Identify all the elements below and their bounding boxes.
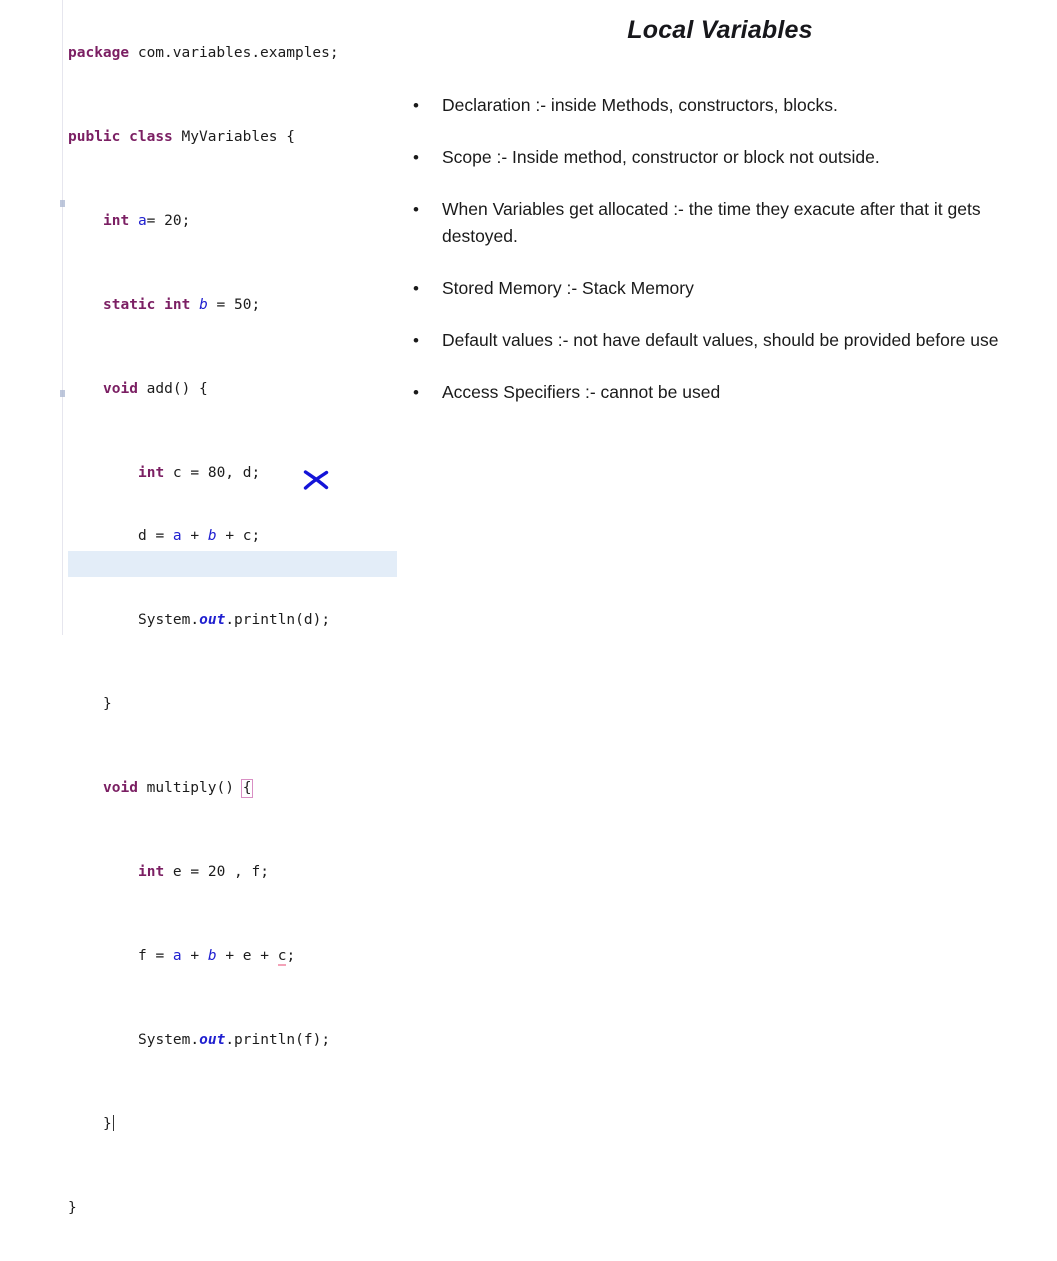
x-mark-annotation-icon (303, 470, 329, 490)
code-line-sysout-d[interactable]: System.out.println(d); (68, 610, 398, 631)
field-a: a (137, 213, 147, 229)
keyword-int-c: int (138, 465, 165, 481)
bullet-item-access-specifiers: • Access Specifiers :- cannot be used (408, 379, 1048, 406)
bullet-item-scope: • Scope :- Inside method, constructor or… (408, 144, 1048, 171)
class-name-decl: MyVariables { (172, 129, 296, 145)
sysout-println-d: .println(d); (225, 612, 331, 628)
gutter-marker-add-method[interactable] (60, 200, 65, 207)
code-line-sysout-f[interactable]: System.out.println(f); (68, 1030, 398, 1051)
close-brace-add: } (103, 696, 112, 712)
d-assign-prefix: d = (138, 528, 173, 544)
code-line-f-assign[interactable]: f = a + b + e + c; (68, 946, 398, 967)
code-line-package[interactable]: package com.variables.examples; (68, 43, 398, 64)
code-line-method-multiply[interactable]: void multiply() { (68, 778, 398, 799)
bullet-dot-icon: • (413, 200, 419, 219)
close-brace-class: } (68, 1200, 77, 1216)
sysout-system-d: System. (138, 612, 200, 628)
bullet-dot-icon: • (413, 331, 419, 350)
f-assign-prefix: f = (138, 948, 173, 964)
code-line-method-add[interactable]: void add() { (68, 379, 398, 400)
keyword-package: package (68, 45, 130, 61)
error-token-c: c (277, 948, 287, 966)
keyword-static: static (103, 297, 156, 313)
code-line-close-class[interactable]: } (68, 1198, 398, 1219)
bullet-item-stored-memory: • Stored Memory :- Stack Memory (408, 275, 1048, 302)
bullet-text-access-specifiers: Access Specifiers :- cannot be used (442, 382, 721, 402)
bullet-item-default-values: • Default values :- not have default val… (408, 327, 1048, 354)
code-line-field-b[interactable]: static int b = 50; (68, 295, 398, 316)
bullet-dot-icon: • (413, 96, 419, 115)
keyword-void-add: void (103, 381, 138, 397)
keyword-int-a: int (103, 213, 130, 229)
code-line-d-assign[interactable]: d = a + b + c; (68, 526, 398, 547)
close-brace-multiply: } (103, 1116, 112, 1132)
field-b: b (199, 297, 208, 313)
method-add-signature: add() { (137, 381, 208, 397)
local-e-decl: e = 20 , f; (164, 864, 269, 880)
sysout-system-f: System. (138, 1032, 200, 1048)
keyword-public: public (68, 129, 121, 145)
field-a-value: = 20; (146, 213, 191, 229)
bullet-text-stored-memory: Stored Memory :- Stack Memory (442, 278, 694, 298)
code-editor-pane[interactable]: package com.variables.examples; public c… (0, 0, 400, 1216)
code-line-close-add[interactable]: } (68, 694, 398, 715)
code-line-local-e[interactable]: int e = 20 , f; (68, 862, 398, 883)
ref-b-in-f: b (207, 948, 217, 964)
bullet-dot-icon: • (413, 148, 419, 167)
bullet-text-default-values: Default values :- not have default value… (442, 330, 999, 350)
ref-a-in-d: a (172, 528, 182, 544)
code-line-field-a[interactable]: int a= 20; (68, 211, 398, 232)
ref-b-in-d: b (207, 528, 217, 544)
bracket-match-highlight: { (240, 779, 254, 798)
field-b-value: = 50; (207, 297, 261, 313)
bullet-list: • Declaration :- inside Methods, constru… (408, 92, 1048, 431)
bullet-item-declaration: • Declaration :- inside Methods, constru… (408, 92, 1048, 119)
keyword-int-b: int (164, 297, 191, 313)
code-line-close-multiply[interactable]: } (68, 1114, 398, 1135)
f-assign-end: ; (286, 948, 296, 964)
d-assign-tail: + c; (216, 528, 261, 544)
sysout-out-f: out (199, 1032, 226, 1048)
bullet-dot-icon: • (413, 383, 419, 402)
bullet-text-allocation: When Variables get allocated :- the time… (442, 199, 981, 246)
keyword-class: class (129, 129, 173, 145)
bullet-text-scope: Scope :- Inside method, constructor or b… (442, 147, 880, 167)
keyword-void-multiply: void (103, 780, 138, 796)
package-name: com.variables.examples; (129, 45, 339, 61)
sysout-println-f: .println(f); (225, 1032, 331, 1048)
f-assign-op1: + (181, 948, 208, 964)
method-multiply-signature: multiply() (137, 780, 243, 796)
editor-left-rule (62, 0, 63, 635)
slide-title: Local Variables (627, 16, 813, 44)
local-c-decl: c = 80, d; (164, 465, 261, 481)
f-assign-op2: + e + (216, 948, 278, 964)
code-text[interactable]: package com.variables.examples; public c… (68, 22, 398, 1261)
d-assign-op1: + (181, 528, 208, 544)
current-line-highlight (68, 551, 397, 577)
slide-content-pane: Local Variables • Declaration :- inside … (400, 0, 1057, 635)
bullet-dot-icon: • (413, 279, 419, 298)
bullet-text-declaration: Declaration :- inside Methods, construct… (442, 95, 838, 115)
text-caret (112, 1115, 114, 1131)
bullet-item-allocation: • When Variables get allocated :- the ti… (408, 196, 1048, 250)
ref-a-in-f: a (172, 948, 182, 964)
keyword-int-e: int (138, 864, 165, 880)
gutter-marker-multiply-method[interactable] (60, 390, 65, 397)
code-line-class-decl[interactable]: public class MyVariables { (68, 127, 398, 148)
sysout-out-d: out (199, 612, 226, 628)
code-line-local-c[interactable]: int c = 80, d; (68, 463, 398, 484)
